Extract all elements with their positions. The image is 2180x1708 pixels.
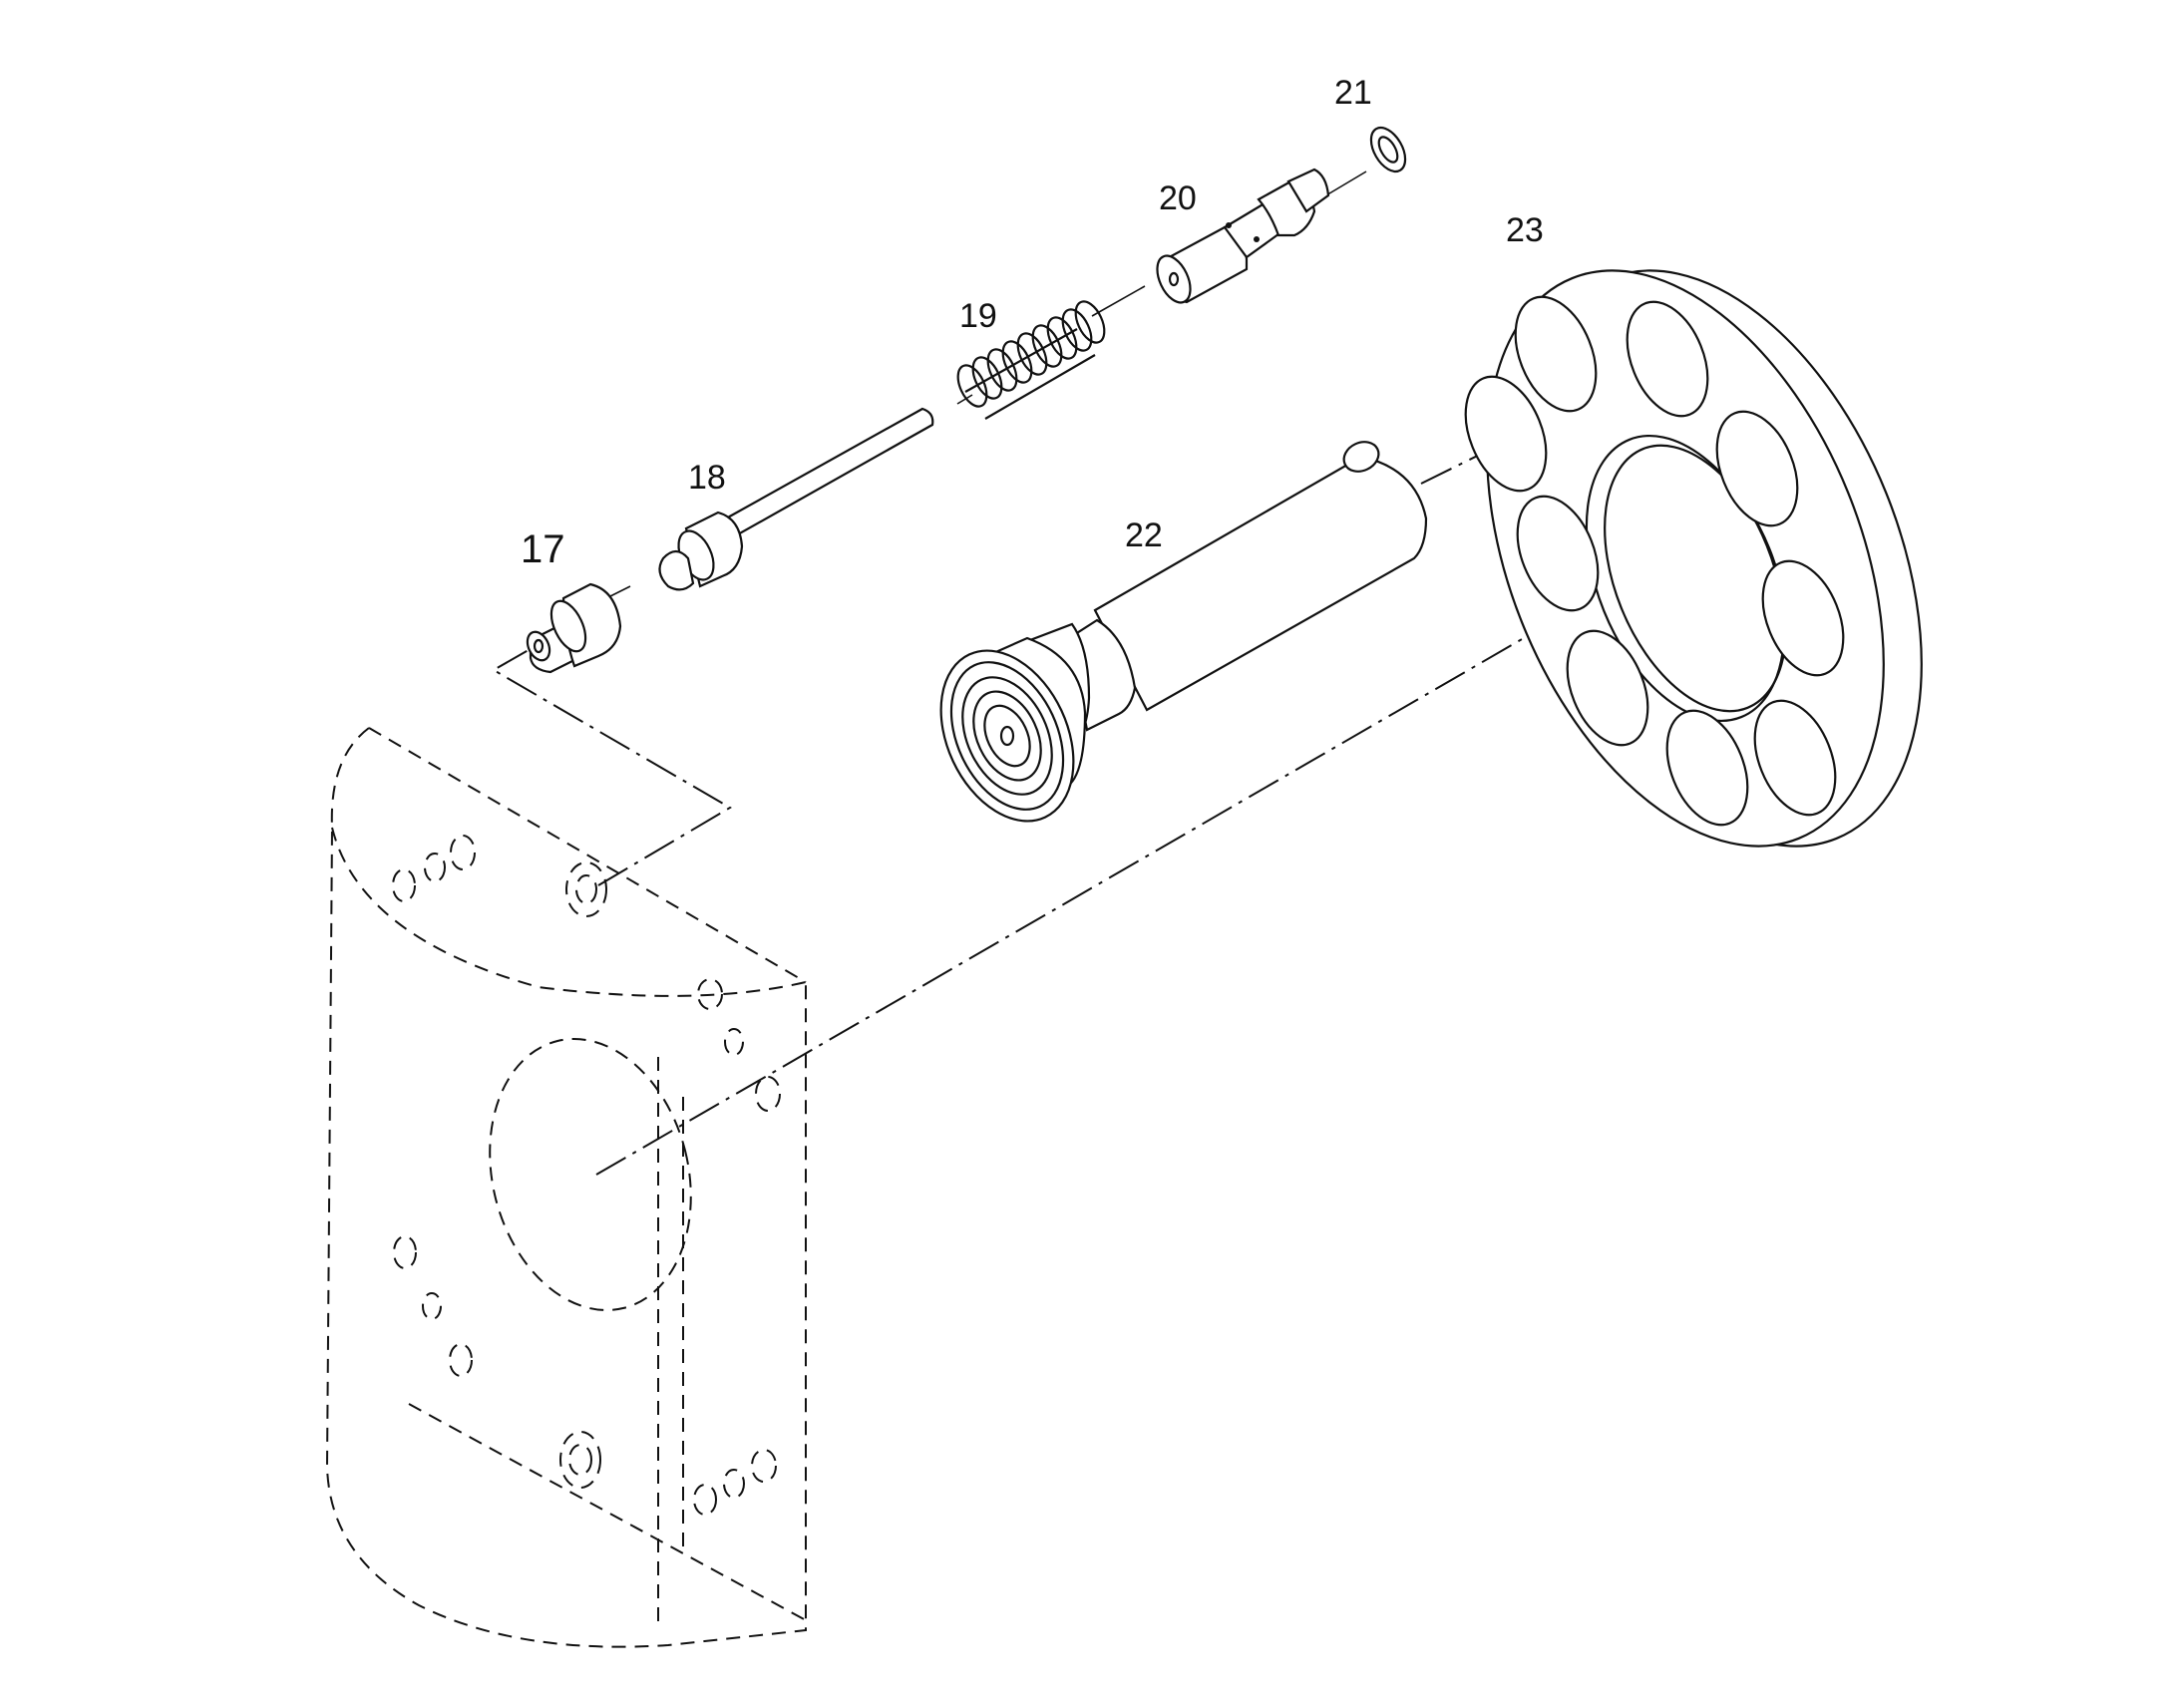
assembly-lines — [492, 171, 1714, 1176]
callout-21: 21 — [1334, 74, 1372, 112]
callout-17: 17 — [521, 527, 565, 571]
plate-bores — [1464, 295, 1845, 827]
callouts: 17 18 19 20 21 22 23 — [521, 74, 1544, 571]
part-17-plug — [526, 582, 622, 674]
part-20-spool — [1156, 168, 1330, 304]
callout-23: 23 — [1506, 211, 1544, 249]
callout-18: 18 — [688, 459, 726, 497]
part-21-ring — [1369, 126, 1407, 173]
part-22-piston — [939, 441, 1428, 823]
part-23-retainer-plate — [1464, 269, 1923, 848]
callout-20: 20 — [1159, 179, 1197, 217]
callout-19: 19 — [959, 297, 997, 335]
housing-outline — [325, 727, 807, 1648]
part-18-pin — [658, 407, 934, 591]
callout-22: 22 — [1125, 516, 1163, 554]
part-19-spring — [956, 300, 1106, 420]
